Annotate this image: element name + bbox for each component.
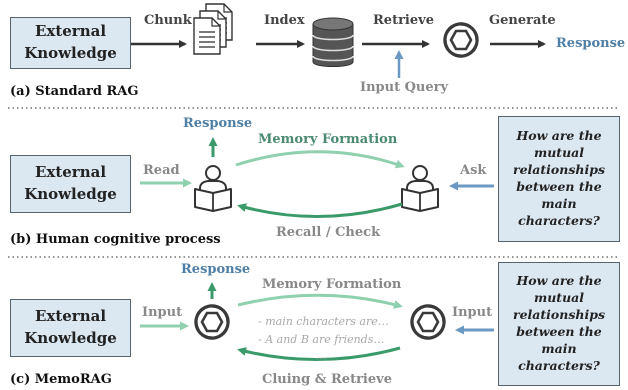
box-line-1: External <box>34 307 107 326</box>
arrow-recall-check <box>237 202 403 219</box>
question-box-c: How are the mutual relationships between… <box>498 262 620 386</box>
document-stack-icon <box>193 3 233 55</box>
label-recall-check: Recall / Check <box>276 225 381 240</box>
box-line-2: Knowledge <box>24 329 117 347</box>
title-human-cognitive-process: (b) Human cognitive process <box>10 232 221 247</box>
label-input-right: Input <box>452 305 493 320</box>
memory-line-3: … <box>316 349 327 362</box>
arrow-memory-formation-c <box>237 293 403 309</box>
label-memory-formation-b: Memory Formation <box>258 132 398 147</box>
label-response-c: Response <box>181 262 251 277</box>
label-cluing-retrieve: Cluing & Retrieve <box>262 372 392 387</box>
box-line-2: Knowledge <box>24 44 117 62</box>
question-text-c: How are the mutual relationships between… <box>513 273 605 373</box>
label-response-b: Response <box>183 116 253 131</box>
title-memorag: (c) MemoRAG <box>10 372 112 387</box>
label-response-a: Response <box>556 36 626 51</box>
openai-logo-icon <box>437 16 485 64</box>
label-read: Read <box>143 163 180 178</box>
label-ask: Ask <box>460 163 487 178</box>
person-reading-icon <box>401 165 439 212</box>
label-index: Index <box>264 13 305 28</box>
label-input-query: Input Query <box>360 80 449 95</box>
question-box-b: How are the mutual relationships between… <box>498 116 620 242</box>
arrow-memory-formation-b <box>235 150 405 169</box>
openai-logo-icon <box>404 298 452 346</box>
title-standard-rag: (a) Standard RAG <box>10 84 139 99</box>
box-line-1: External <box>34 163 107 182</box>
box-line-1: External <box>34 22 107 41</box>
label-memory-formation-c: Memory Formation <box>262 277 402 292</box>
memory-line-1: - main characters are… <box>258 315 389 328</box>
label-retrieve: Retrieve <box>373 13 434 28</box>
arrow-cluing-retrieve <box>237 346 401 362</box>
memory-line-2: - A and B are friends… <box>258 333 385 346</box>
label-generate: Generate <box>489 13 556 28</box>
label-input-left: Input <box>142 305 183 320</box>
database-icon <box>312 17 354 67</box>
openai-logo-icon <box>188 298 236 346</box>
label-chunk: Chunk <box>144 13 192 28</box>
person-reading-icon <box>194 165 232 212</box>
question-text-b: How are the mutual relationships between… <box>513 128 605 228</box>
box-line-2: Knowledge <box>24 185 117 203</box>
